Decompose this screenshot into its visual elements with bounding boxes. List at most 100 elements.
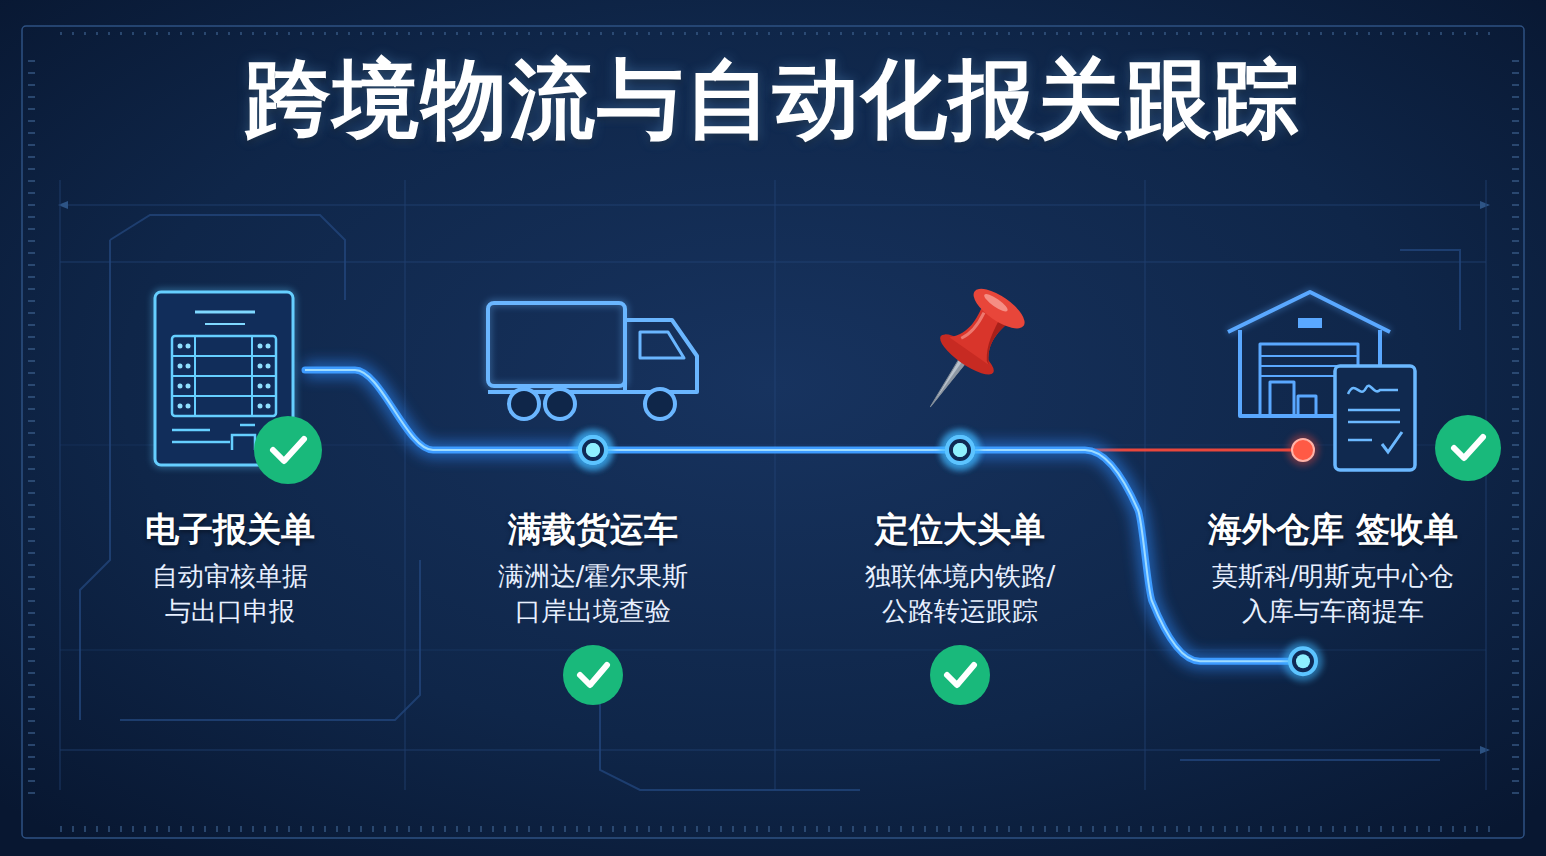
document-icon: [258, 404, 263, 409]
receipt-icon: [1348, 421, 1400, 424]
warehouse-icon: [1270, 382, 1294, 416]
check-badges: [580, 665, 607, 685]
circuit-traces: [1400, 250, 1460, 330]
document-icon: [194, 336, 196, 416]
document-icon: [266, 384, 271, 389]
frame: [28, 60, 38, 800]
flow-connector: [593, 447, 960, 454]
warehouse-icon: [1228, 292, 1390, 332]
pushpin-icon: [982, 291, 1010, 314]
check-badges: [1435, 415, 1501, 481]
frame: [1510, 60, 1520, 800]
flow-connector: [960, 450, 1303, 661]
stage-heading: 定位大头单: [827, 508, 1093, 551]
document-icon: [178, 404, 183, 409]
stage-node: 定位大头单独联体境内铁路/ 公路转运跟踪: [827, 508, 1093, 629]
truck-icon: [488, 303, 625, 386]
frame: [55, 32, 1495, 42]
circuit-traces: [80, 240, 110, 720]
check-badges: [930, 645, 990, 705]
dot-halo: [940, 430, 980, 470]
pushpin-icon: [968, 282, 1031, 336]
document-icon: [186, 344, 191, 349]
dot-halo: [1283, 641, 1323, 681]
junction-core: [1296, 654, 1310, 668]
stage-description: 自动审核单据 与出口申报: [120, 559, 340, 630]
document-icon: [178, 364, 183, 369]
document-icon: [258, 364, 263, 369]
receipt-icon: [1335, 366, 1415, 470]
document-icon: [186, 384, 191, 389]
receipt-icon: [1382, 432, 1402, 452]
document-icon: [266, 404, 271, 409]
document-icon: [195, 311, 255, 314]
pushpin-icon: [961, 310, 985, 341]
junction-dot: [580, 437, 606, 463]
receipt-icon: [1335, 366, 1415, 470]
stage-node: 海外仓库 签收单莫斯科/明斯克中心仓 入库与车商提车: [1175, 508, 1491, 629]
document-icon: [251, 336, 253, 416]
check-badges: [254, 416, 322, 484]
junction-dot: [947, 437, 973, 463]
document-icon: [178, 344, 271, 409]
connector-glow: [305, 370, 593, 450]
dot-halo: [940, 430, 980, 470]
alert-line: [1085, 449, 1300, 452]
alert-line: [1287, 434, 1319, 466]
truck-icon: [488, 303, 625, 386]
check-badges: [563, 645, 623, 705]
circuit-traces: [1180, 759, 1440, 761]
truck-icon: [509, 389, 539, 419]
alert-line: [1085, 434, 1319, 466]
stage-node: 电子报关单自动审核单据 与出口申报: [112, 508, 348, 629]
connector-glow: [960, 450, 1303, 661]
diagram-title: 跨境物流与自动化报关跟踪: [0, 48, 1546, 151]
truck-icon: [625, 320, 697, 392]
pushpin-icon: [930, 359, 967, 409]
document-icon: [186, 404, 191, 409]
circuit-traces: [110, 215, 345, 300]
alert-line: [1085, 447, 1300, 454]
receipt-icon: [1348, 409, 1400, 412]
document-icon: [172, 441, 230, 444]
grid: [1480, 201, 1490, 209]
grid: [60, 750, 1486, 751]
document-icon: [258, 344, 263, 349]
dot-halo: [573, 430, 613, 470]
junction-dots: [573, 430, 1323, 681]
document-icon: [258, 384, 263, 389]
junction-dot: [1290, 648, 1316, 674]
stage-description: 莫斯科/明斯克中心仓 入库与车商提车: [1183, 559, 1483, 630]
grid: [1145, 180, 1146, 790]
document-icon: [172, 395, 276, 397]
receipt-icon: [1348, 386, 1398, 394]
grid: [775, 180, 776, 790]
document-icon: [266, 344, 271, 349]
grid: [58, 180, 1490, 790]
grid: [60, 262, 1486, 263]
warehouse-icon: [1298, 396, 1316, 416]
check-badges: [947, 665, 974, 685]
grid: [60, 650, 1486, 651]
frame: [55, 822, 1495, 832]
connectors: [305, 370, 1303, 661]
alert-line: [1292, 439, 1314, 461]
circuit-traces: [80, 215, 1460, 790]
check-badges: [273, 439, 304, 461]
flow-connector: [305, 370, 593, 450]
stage-description: 满洲达/霍尔果斯 口岸出境查验: [468, 559, 718, 630]
stage-node: 满载货运车满洲达/霍尔果斯 口岸出境查验: [460, 508, 726, 629]
grid: [1486, 180, 1487, 790]
receipt-icon: [1348, 439, 1372, 442]
grid: [60, 205, 1486, 206]
document-icon: [232, 425, 255, 450]
document-icon: [205, 323, 245, 325]
connector-core: [960, 450, 1303, 661]
dot-halo: [573, 430, 613, 470]
check-badges: [254, 415, 1501, 705]
junction-core: [586, 443, 600, 457]
document-icon: [178, 384, 183, 389]
check-badges: [563, 645, 623, 705]
